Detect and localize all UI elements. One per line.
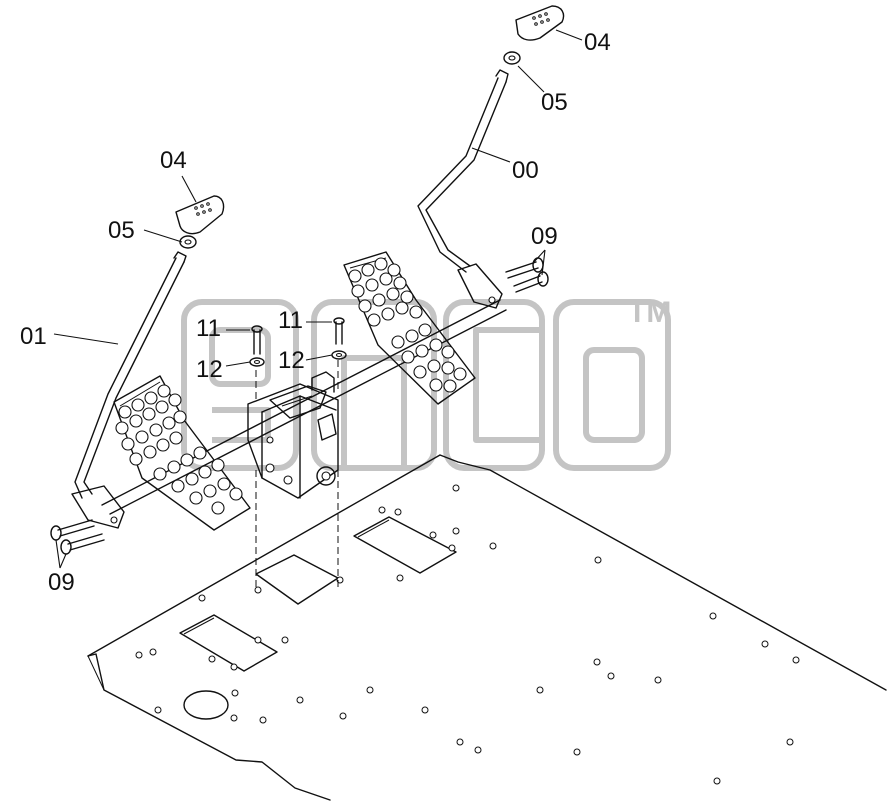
label-11-left: 11 [196,315,221,342]
label-05-top: 05 [541,89,568,116]
washer-12-left [249,357,265,367]
callout-labels: 04 05 00 09 04 05 01 11 12 11 12 09 [20,29,611,596]
label-09-top: 09 [531,223,558,250]
alignment-lines [255,360,339,588]
right-lever-nut [503,51,521,65]
left-lever-knob [175,195,225,235]
label-12-right: 12 [278,347,305,374]
watermark-logo: TM [181,296,671,471]
left-pedal [113,375,251,531]
label-01: 01 [20,323,47,350]
valve-block [247,371,339,499]
bolts-right [505,257,549,293]
bolts-left [50,519,105,555]
right-lever [417,69,509,309]
label-11-right: 11 [278,307,303,334]
label-05-left: 05 [108,217,135,244]
right-lever-knob [515,5,565,41]
left-lever [71,251,187,529]
bolt-11-right [333,317,345,345]
label-00: 00 [512,157,539,184]
left-lever-nut [179,235,197,249]
right-pedal [343,251,476,405]
washer-12-right [331,350,347,360]
leader-lines [53,29,583,569]
label-04-top: 04 [584,29,611,56]
label-12-left: 12 [196,356,223,383]
label-04-left: 04 [160,147,187,174]
bolt-11-left [251,325,263,355]
watermark-tm: TM [628,296,671,329]
floor-plate [87,454,887,801]
label-09-bottom: 09 [48,569,75,596]
